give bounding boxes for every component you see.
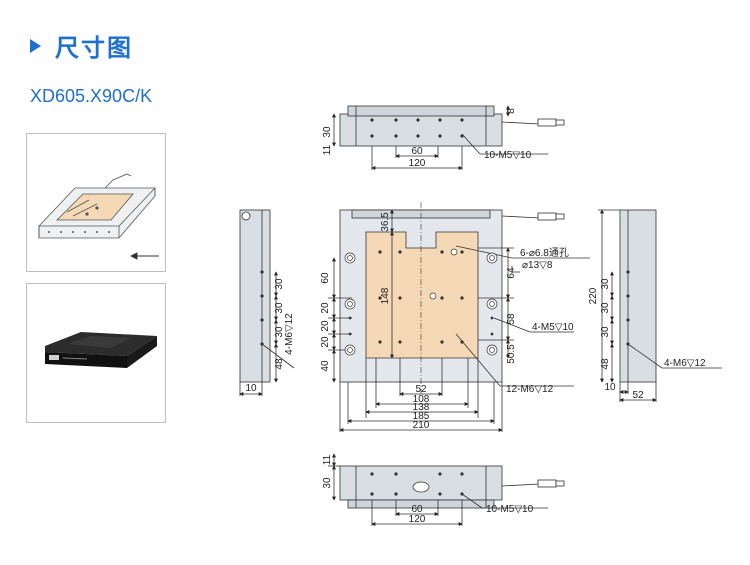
front-dim-148: 148 [380, 287, 391, 304]
front-note-through-hole: 6-⌀6.8通孔 [520, 247, 569, 259]
front-dim-185: 185 [413, 411, 430, 422]
left-side-view [239, 209, 295, 396]
front-dim-40: 40 [320, 360, 331, 372]
right-dim-48: 48 [600, 358, 611, 370]
top-dim-11: 11 [322, 144, 333, 155]
bottom-view [328, 453, 565, 526]
section-header: 尺寸图 [30, 28, 133, 63]
right-dim-30c: 30 [600, 326, 611, 338]
front-note-m6: 12-M6▽12 [506, 384, 554, 395]
left-dim-30a: 30 [274, 278, 285, 290]
isometric-thumbnail [26, 133, 166, 272]
top-note: 10-M5▽10 [484, 150, 532, 161]
triangle-right-icon [30, 38, 41, 53]
front-dim-210: 210 [413, 420, 430, 431]
right-dim-30a: 30 [600, 278, 611, 290]
right-dim-10: 10 [604, 382, 616, 393]
left-dim-30b: 30 [274, 302, 285, 314]
left-dim-10: 10 [245, 383, 257, 394]
front-dim-108: 108 [413, 394, 430, 405]
front-dim-138: 138 [413, 402, 430, 413]
front-view [328, 202, 590, 432]
front-dim-64: 64 [506, 267, 517, 279]
front-note-counterbore: ⌀13▽8 [522, 260, 553, 271]
top-dim-30: 30 [322, 126, 333, 138]
right-note: 4-M6▽12 [664, 358, 706, 369]
top-dim-120: 120 [409, 158, 426, 169]
arrow-left-icon [129, 252, 159, 260]
bottom-dim-30: 30 [322, 477, 333, 489]
right-side-view [598, 209, 722, 402]
front-dim-60: 60 [320, 272, 331, 284]
front-dim-50-5: 50.5 [506, 344, 517, 364]
right-dim-30b: 30 [600, 302, 611, 314]
left-dim-30c: 30 [274, 326, 285, 338]
right-dim-220: 220 [588, 287, 599, 304]
top-view [332, 105, 565, 170]
front-dim-20a: 20 [320, 302, 331, 314]
left-note: 4-M6▽12 [284, 313, 295, 355]
front-dim-20c: 20 [320, 336, 331, 348]
right-dim-52: 52 [632, 390, 644, 401]
bottom-dim-11: 11 [322, 454, 333, 465]
product-photo-thumbnail [26, 283, 166, 423]
front-dim-52: 52 [415, 384, 427, 395]
bottom-dim-120: 120 [409, 514, 426, 525]
left-dim-48: 48 [274, 358, 285, 370]
bottom-note: 10-M5▽10 [486, 504, 534, 515]
model-number: XD605.X90C/K [30, 86, 153, 106]
front-dim-58: 58 [506, 313, 517, 325]
top-dim-60: 60 [411, 146, 423, 157]
front-dim-36-5: 36.5 [380, 212, 391, 232]
bottom-dim-60: 60 [411, 504, 423, 515]
top-dim-8: 8 [506, 108, 517, 114]
front-dim-20b: 20 [320, 320, 331, 332]
front-note-m5: 4-M5▽10 [532, 322, 574, 333]
section-title: 尺寸图 [55, 34, 133, 62]
